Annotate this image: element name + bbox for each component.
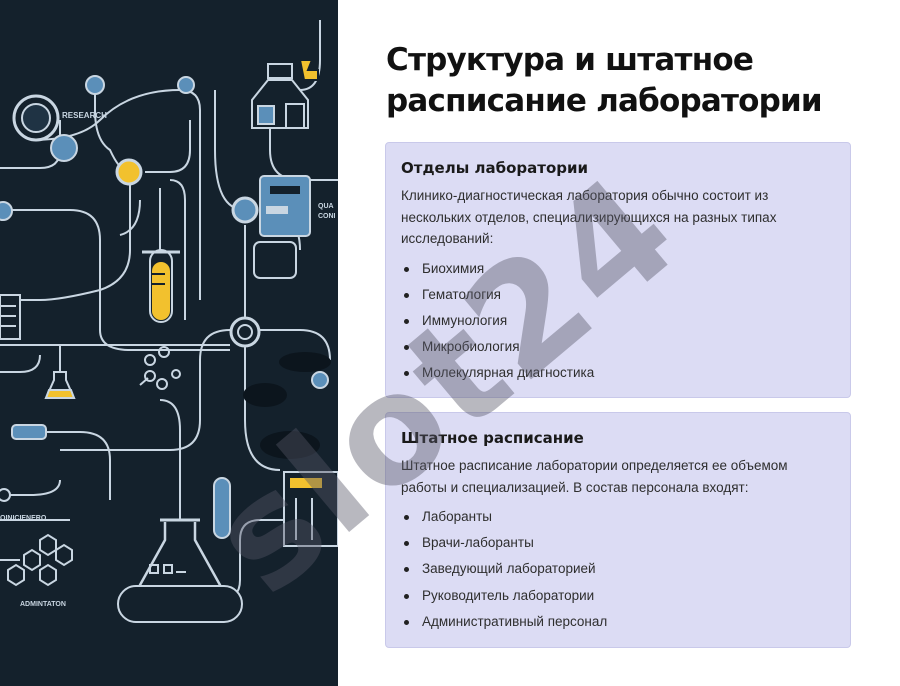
content-area: Структура и штатное расписание лаборатор…	[338, 0, 900, 686]
label-quality: QUA	[318, 203, 334, 210]
lab-illustration: RESEARCH QUA CONI ADMINTATON OINICIENERO	[0, 0, 338, 686]
lab-diagram-graphic: RESEARCH QUA CONI ADMINTATON OINICIENERO	[0, 20, 338, 623]
list-item: Заведующий лабораторией	[401, 556, 836, 582]
list-item: Гематология	[401, 282, 836, 308]
list-item: Руководитель лаборатории	[401, 583, 836, 609]
staffing-heading: Штатное расписание	[401, 429, 584, 447]
list-item: Биохимия	[401, 256, 836, 282]
departments-heading: Отделы лаборатории	[401, 159, 589, 177]
list-item: Молекулярная диагностика	[401, 360, 836, 386]
staffing-card: Штатное расписание Штатное расписание ла…	[385, 412, 851, 648]
page-title: Структура и штатное расписание лаборатор…	[386, 42, 823, 119]
list-item: Врачи-лаборанты	[401, 530, 836, 556]
label-engineering: OINICIENERO	[0, 515, 47, 522]
label-research: RESEARCH	[62, 111, 107, 120]
list-item: Административный персонал	[401, 609, 836, 635]
departments-list: Биохимия Гематология Иммунология Микроби…	[401, 256, 836, 387]
label-administration: ADMINTATON	[20, 601, 66, 608]
departments-text: Клинико-диагностическая лаборатория обыч…	[401, 188, 777, 246]
list-item: Лаборанты	[401, 504, 836, 530]
staffing-text: Штатное расписание лаборатории определяе…	[401, 458, 788, 495]
label-control: CONI	[318, 213, 336, 220]
departments-card: Отделы лаборатории Клинико-диагностическ…	[385, 142, 851, 398]
staffing-list: Лаборанты Врачи-лаборанты Заведующий лаб…	[401, 504, 836, 635]
list-item: Микробиология	[401, 334, 836, 360]
list-item: Иммунология	[401, 308, 836, 334]
